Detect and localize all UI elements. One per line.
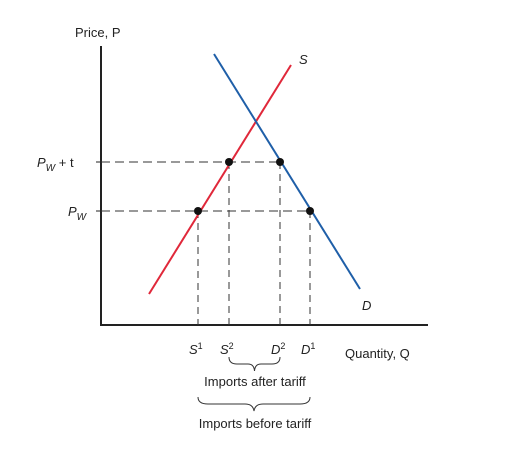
- point-s1: [194, 207, 202, 215]
- x-axis-label: Quantity, Q: [345, 346, 410, 361]
- demand-label: D: [362, 298, 371, 313]
- point-d1: [306, 207, 314, 215]
- imports-before-brace: [197, 396, 311, 412]
- imports-after-label: Imports after tariff: [204, 374, 306, 389]
- demand-curve: [213, 53, 361, 290]
- point-s2: [225, 158, 233, 166]
- point-d2: [276, 158, 284, 166]
- pw-t-label: PW + t: [37, 155, 74, 174]
- imports-after-brace: [228, 356, 281, 372]
- s2-label: S2: [220, 341, 234, 357]
- pw-label: PW: [68, 204, 88, 223]
- y-axis-label: Price, P: [75, 25, 121, 40]
- supply-label: S: [299, 52, 308, 67]
- imports-before-label: Imports before tariff: [199, 416, 312, 431]
- d2-label: D2: [271, 341, 285, 357]
- supply-curve: [148, 64, 292, 295]
- d1-label: D1: [301, 341, 315, 357]
- s1-label: S1: [189, 341, 203, 357]
